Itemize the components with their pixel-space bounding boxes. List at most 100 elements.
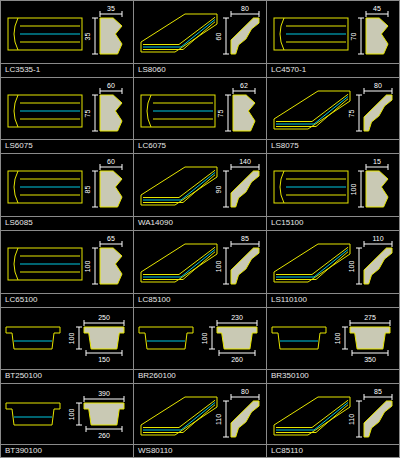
molding-stripe <box>276 277 314 278</box>
molding-end <box>14 95 18 127</box>
height-dimension: 70 <box>350 32 357 40</box>
dimension-tick <box>231 164 232 170</box>
dimension-tick <box>356 248 362 249</box>
dimension-line <box>79 327 80 349</box>
dimension-tick <box>257 320 258 326</box>
name-strip-line <box>0 369 133 370</box>
width-dimension: 275 <box>364 314 376 321</box>
molding-stripe <box>143 49 183 50</box>
molding-view <box>274 171 348 203</box>
molding-stripe <box>316 252 348 280</box>
dimension-tick <box>217 320 218 326</box>
dimension-tick <box>390 320 391 326</box>
dimension-tick <box>231 11 232 17</box>
molding-stripe <box>143 277 181 278</box>
dimension-tick <box>392 394 393 400</box>
molding-stripe <box>181 173 215 201</box>
molding-view <box>141 95 215 127</box>
dimension-line <box>226 18 227 54</box>
dimension-tick <box>342 327 348 328</box>
molding-stripe <box>183 175 215 203</box>
molding-profile <box>366 171 388 207</box>
molding-stripe <box>276 279 316 280</box>
dimension-tick <box>76 327 82 328</box>
molding-stripe <box>20 103 80 104</box>
name-strip-line <box>133 63 266 64</box>
molding-profile <box>100 248 122 284</box>
molding-stripe <box>286 34 346 35</box>
width-dimension: 80 <box>374 82 382 89</box>
grid-line <box>0 383 400 384</box>
dimension-tick <box>84 396 85 402</box>
name-strip-line <box>266 369 400 370</box>
width-dimension: 45 <box>373 5 381 12</box>
molding-view <box>274 18 348 50</box>
name-strip-line <box>266 293 400 294</box>
dimension-tick <box>92 171 98 172</box>
dimension-tick <box>259 11 260 17</box>
name-strip-line <box>133 139 266 140</box>
base-dimension: 150 <box>98 356 110 363</box>
molding-stripe <box>143 202 183 203</box>
dimension-line <box>361 18 362 54</box>
molding-end <box>14 248 18 280</box>
dimension-tick <box>225 131 231 132</box>
dimension-line <box>345 327 346 349</box>
dimension-tick <box>122 426 123 432</box>
dimension-tick <box>259 394 260 400</box>
dimension-line <box>361 171 362 207</box>
molding-stripe <box>286 42 346 43</box>
molding-stripe <box>276 432 316 433</box>
name-strip-line <box>133 216 266 217</box>
dimension-tick <box>84 320 85 326</box>
model-name: LS6085 <box>5 219 33 227</box>
dimension-line <box>226 171 227 207</box>
height-dimension: 100 <box>216 260 223 272</box>
molding-stripe <box>181 403 215 431</box>
width-dimension: 62 <box>240 82 248 89</box>
model-name: BT250100 <box>5 372 42 380</box>
dimension-line <box>233 91 255 92</box>
molding-stripe <box>20 119 80 120</box>
model-name: WS80110 <box>138 447 173 455</box>
height-dimension: 100 <box>69 332 76 344</box>
dimension-tick <box>342 349 348 350</box>
height-dimension: 75 <box>217 109 224 117</box>
molding-stripe <box>316 405 348 433</box>
molding-stripe <box>286 195 346 196</box>
width-dimension: 110 <box>372 235 383 242</box>
dimension-line <box>95 248 96 284</box>
dimension-line <box>231 244 259 245</box>
dimension-line <box>79 403 80 425</box>
dimension-line <box>350 323 390 324</box>
model-name: LS8075 <box>271 142 299 150</box>
dimension-tick <box>223 248 229 249</box>
height-dimension: 110 <box>348 413 355 424</box>
dimension-tick <box>356 95 362 96</box>
grid-line <box>0 230 400 231</box>
dimension-tick <box>388 164 389 170</box>
molding-stripe <box>143 197 179 198</box>
name-strip-line <box>0 444 133 445</box>
dimension-line <box>212 327 213 349</box>
base-dimension: 260 <box>231 356 243 363</box>
model-name: LC4570-1 <box>271 66 306 74</box>
model-name: BR260100 <box>138 372 176 380</box>
molding-profile <box>231 401 259 437</box>
name-strip-line <box>133 369 266 370</box>
molding-stripe <box>312 247 348 274</box>
molding-view <box>8 95 82 127</box>
height-dimension: 100 <box>351 183 358 195</box>
height-dimension: 100 <box>349 260 356 272</box>
width-dimension: 65 <box>107 235 115 242</box>
model-name: LS6075 <box>5 142 33 150</box>
dimension-tick <box>233 88 234 94</box>
channel-profile <box>84 403 124 425</box>
molding-stripe <box>20 272 80 273</box>
dimension-tick <box>92 207 98 208</box>
dimension-tick <box>223 207 229 208</box>
dimension-tick <box>124 396 125 402</box>
dimension-tick <box>388 11 389 17</box>
dimension-tick <box>100 241 101 247</box>
molding-stripe <box>153 103 213 104</box>
